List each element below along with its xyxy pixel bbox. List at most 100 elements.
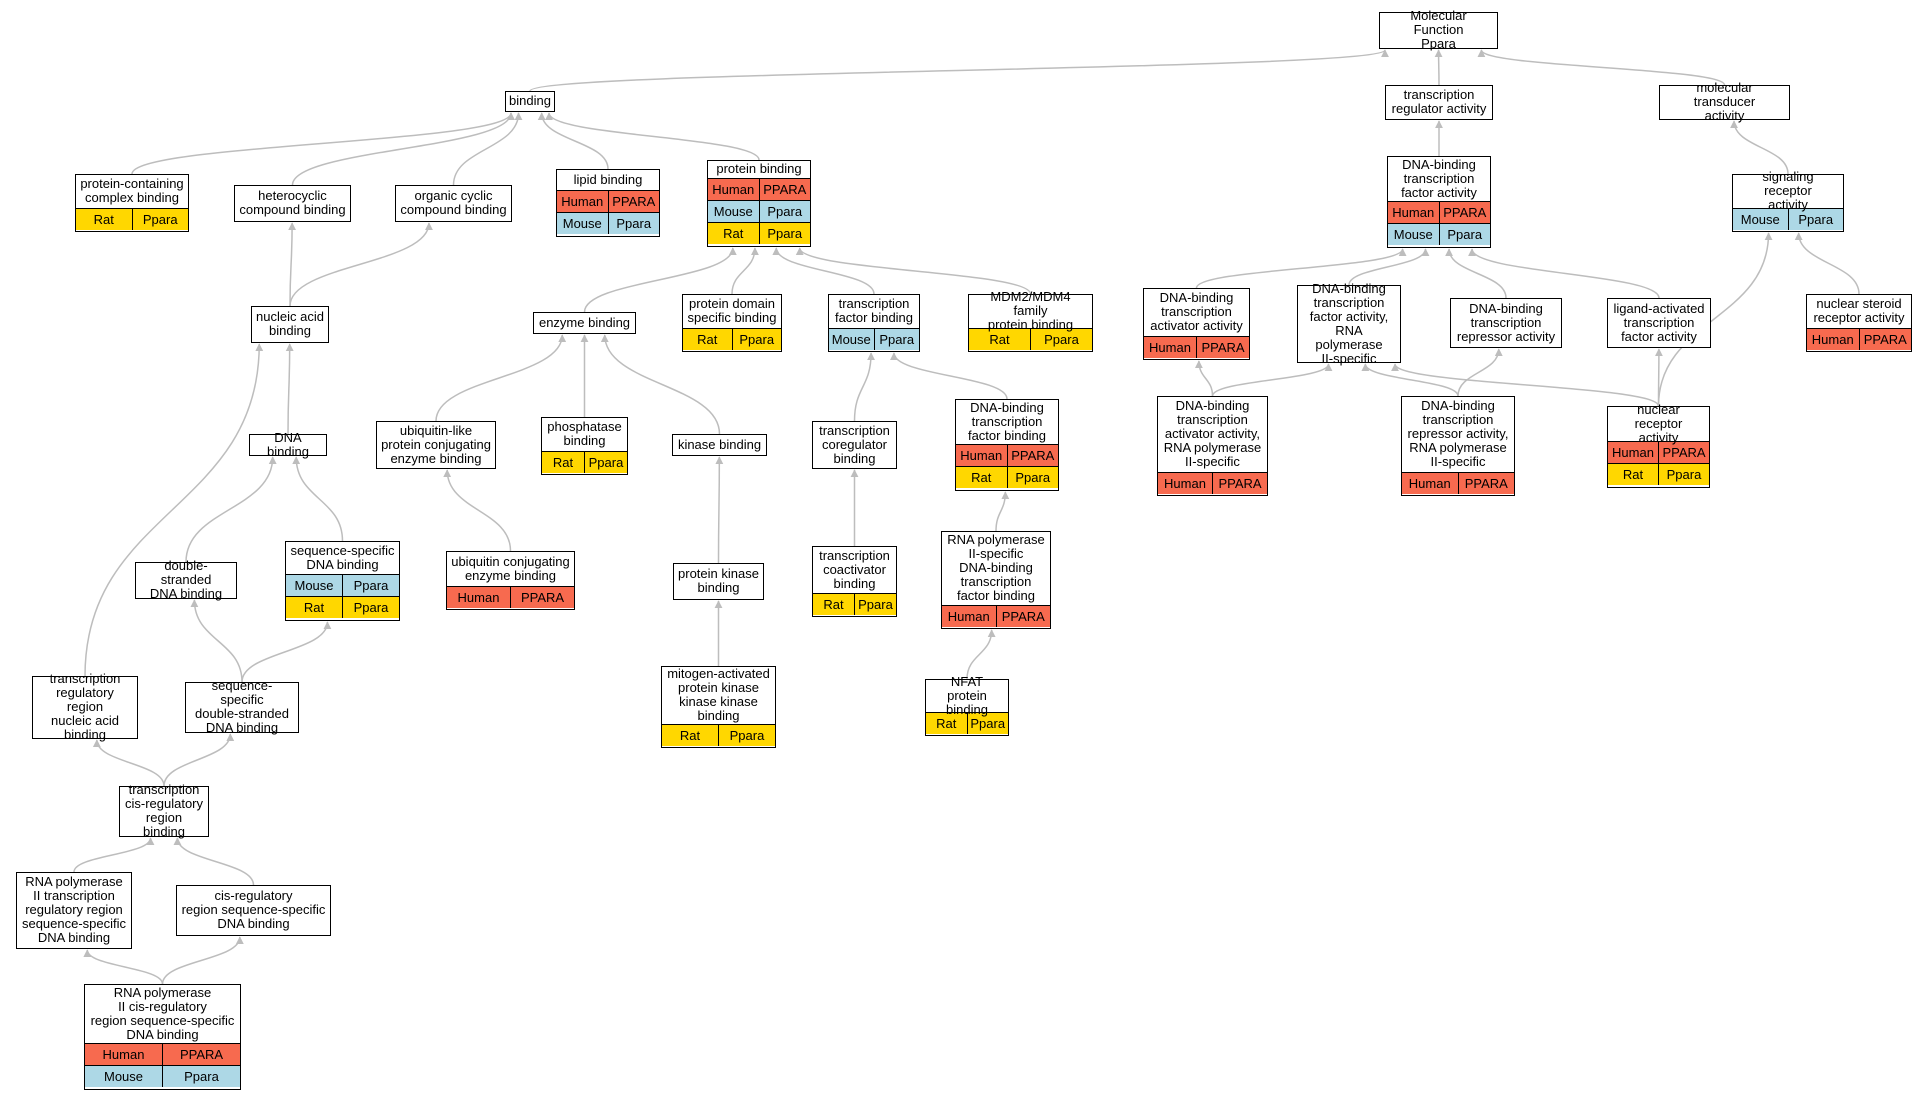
species-cell: Human	[561, 194, 604, 209]
go-term-title: DNA-binding transcription activator acti…	[1150, 290, 1243, 334]
edge-enzyme-to-protein	[583, 247, 737, 313]
species-cell: Rat	[679, 727, 701, 743]
go-term-hcb[interactable]: heterocyclic compound binding	[234, 185, 351, 222]
edge-latfa-to-dbtfa	[1468, 248, 1660, 299]
go-term-latfa[interactable]: ligand-activated transcription factor ac…	[1607, 298, 1711, 348]
edge-dnab-to-nab	[285, 343, 294, 435]
go-term-title: transcription coregulator binding	[819, 422, 890, 466]
go-term-title: Molecular Function Ppara	[1410, 8, 1467, 51]
species-cell: Human	[712, 181, 755, 197]
edge-nfat-to-rnap	[966, 629, 996, 680]
go-term-dbtaa2[interactable]: DNA-binding transcription activator acti…	[1157, 396, 1268, 496]
go-term-nab[interactable]: nucleic acid binding	[251, 306, 329, 343]
go-term-mta[interactable]: molecular transducer activity	[1659, 81, 1790, 123]
edge-tcb-to-tfb	[853, 352, 876, 422]
species-cell: Human	[1149, 339, 1191, 355]
go-term-title: MDM2/MDM4 family protein binding	[987, 289, 1074, 333]
gene-cell: Ppara	[342, 597, 399, 618]
go-term-ssdsdna[interactable]: sequence-specific double-stranded DNA bi…	[185, 678, 299, 735]
go-term-tcb[interactable]: transcription coregulator binding	[812, 421, 897, 469]
go-term-dbtfa2[interactable]: DNA-binding transcription factor activit…	[1297, 281, 1401, 365]
go-term-title: sequence-specific double-stranded DNA bi…	[195, 678, 289, 735]
gene-cell: Ppara	[584, 451, 627, 473]
go-term-tcrrb[interactable]: transcription cis-regulatory region bind…	[119, 783, 209, 839]
go-term-dbtra2[interactable]: DNA-binding transcription repressor acti…	[1401, 396, 1515, 496]
go-term-kinase[interactable]: kinase binding	[672, 434, 767, 456]
edge-binding-to-mf	[529, 49, 1389, 92]
edge-dbtra2-to-dbtfa2	[1361, 363, 1459, 397]
go-term-title: nuclear receptor activity	[1634, 402, 1683, 445]
species-cell: Rat	[971, 470, 992, 485]
go-term-pkb[interactable]: protein kinase binding	[673, 563, 764, 600]
go-term-ulpce[interactable]: ubiquitin-like protein conjugating enzym…	[376, 421, 496, 469]
edge-protein-to-binding	[545, 112, 760, 161]
go-term-enzyme[interactable]: enzyme binding	[533, 312, 636, 334]
edge-pccb-to-binding	[131, 112, 515, 175]
go-term-dbtra[interactable]: DNA-binding transcription repressor acti…	[1450, 298, 1562, 348]
gene-cell: Ppara	[1658, 464, 1709, 485]
go-term-mf[interactable]: Molecular Function Ppara	[1379, 8, 1498, 51]
edge-nra-to-dbtfa2	[1391, 363, 1660, 407]
go-term-mapkkk[interactable]: mitogen-activated protein kinase kinase …	[661, 666, 776, 748]
go-term-rnap[interactable]: RNA polymerase II-specific DNA-binding t…	[941, 531, 1051, 629]
go-term-title: ubiquitin-like protein conjugating enzym…	[381, 422, 491, 466]
go-term-crrss[interactable]: cis-regulatory region sequence-specific …	[176, 885, 331, 936]
go-term-occb[interactable]: organic cyclic compound binding	[395, 185, 512, 222]
gene-cell: Ppara	[731, 328, 782, 350]
edge-rnap2cr-to-rnap2tr	[83, 949, 164, 985]
go-term-title: double-stranded DNA binding	[149, 558, 223, 601]
go-term-rnap2cr[interactable]: RNA polymerase II cis-regulatory region …	[84, 984, 241, 1090]
go-term-dnab[interactable]: DNA binding	[249, 430, 327, 458]
go-term-title: RNA polymerase II-specific DNA-binding t…	[947, 532, 1045, 604]
go-term-title: lipid binding	[573, 172, 643, 187]
gene-cell: PPARA	[995, 605, 1051, 627]
edge-ssdsdna-to-ssdna	[241, 621, 332, 683]
edge-lipid-to-binding	[537, 112, 609, 170]
edge-uce-to-ulpce	[443, 469, 512, 552]
gene-cell: PPARA	[1196, 336, 1249, 358]
gene-cell: Ppara	[854, 593, 896, 615]
go-term-dbtaa[interactable]: DNA-binding transcription activator acti…	[1143, 288, 1250, 360]
go-term-trrnab[interactable]: transcription regulatory region nucleic …	[32, 672, 138, 742]
go-term-dsdna[interactable]: double-stranded DNA binding	[135, 558, 237, 601]
species-cell: Mouse	[831, 331, 871, 347]
gene-cell: PPARA	[1457, 472, 1515, 494]
edge-crrss-to-tcrrb	[173, 837, 255, 886]
go-term-binding[interactable]: binding	[505, 91, 555, 112]
go-term-rnap2tr[interactable]: RNA polymerase II transcription regulato…	[16, 872, 132, 949]
species-cell: Human	[947, 608, 990, 624]
gene-cell: Ppara	[758, 222, 811, 244]
go-term-title: mitogen-activated protein kinase kinase …	[667, 666, 770, 724]
go-term-tra[interactable]: transcription regulator activity	[1385, 85, 1493, 120]
gene-cell: PPARA	[758, 178, 811, 200]
species-cell: Human	[102, 1047, 145, 1062]
go-term-dbtfa[interactable]: DNA-binding transcription factor activit…	[1387, 156, 1491, 248]
gene-cell: Ppara	[162, 1066, 240, 1087]
species-cell: Mouse	[103, 1069, 144, 1084]
go-term-title: nucleic acid binding	[256, 309, 324, 338]
go-term-title: NFAT protein binding	[946, 673, 988, 717]
go-term-dbtfb[interactable]: DNA-binding transcription factor binding…	[955, 399, 1059, 491]
species-cell: Mouse	[1393, 227, 1433, 242]
